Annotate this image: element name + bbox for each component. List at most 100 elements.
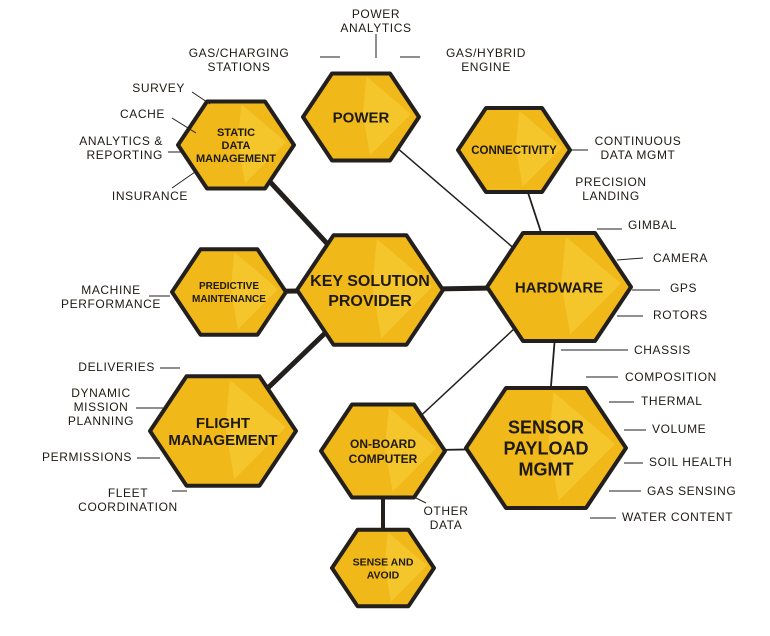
leaf-label-line: CHASSIS	[634, 343, 691, 357]
leaf-label-line: COMPOSITION	[625, 370, 717, 384]
leaf-label-line: GAS/HYBRID	[446, 46, 526, 60]
leaf-label-line: DATA	[430, 518, 463, 532]
leaf-label-line: MACHINE	[81, 283, 141, 297]
hex-facet	[561, 236, 621, 335]
hex-label-line: PAYLOAD	[503, 439, 588, 459]
leaf-label-line: COORDINATION	[78, 500, 178, 514]
leaf-connector	[171, 171, 196, 189]
leaf-label-line: PERMISSIONS	[42, 450, 132, 464]
hex-connectivity: CONNECTIVITY	[456, 106, 572, 194]
hex-shape	[295, 233, 445, 347]
hex-predictive: PREDICTIVE MAINTENANCE	[170, 247, 288, 337]
hex-label-line: COMPUTER	[349, 452, 418, 466]
leaf-label-line: ROTORS	[653, 308, 708, 322]
leaf-connector	[616, 257, 644, 261]
leaf-connector	[191, 91, 211, 105]
leaf-label-line: PRECISION	[575, 175, 646, 189]
leaf-connector	[171, 117, 197, 134]
leaf-label-line: ENGINE	[461, 60, 511, 74]
hex-label-line: DATA	[222, 140, 251, 152]
hex-hardware: HARDWARE	[485, 231, 633, 343]
leaf-label-line: THERMAL	[641, 394, 703, 408]
hex-shape	[456, 106, 572, 194]
hex-shape	[464, 386, 628, 510]
leaf-label-line: REPORTING	[86, 148, 163, 162]
leaf-label-line: SURVEY	[132, 81, 185, 95]
hex-power: POWER	[301, 71, 421, 163]
leaf-label-line: FLEET	[108, 486, 148, 500]
hex-label-line: KEY SOLUTION	[310, 273, 430, 290]
hex-facet	[230, 252, 278, 330]
leaf-water-content: WATER CONTENT	[590, 510, 733, 524]
leaf-gimbal: GIMBAL	[597, 218, 677, 232]
leaf-chassis: CHASSIS	[561, 343, 691, 357]
hex-label-line: SENSOR	[508, 418, 584, 438]
leaf-thermal: THERMAL	[609, 394, 703, 408]
leaf-label-line: ANALYTICS &	[79, 134, 163, 148]
leaf-label-line: VOLUME	[652, 422, 706, 436]
leaf-label-line: SOIL HEALTH	[649, 455, 732, 469]
hex-label-line: PROVIDER	[328, 293, 412, 310]
leaf-permissions: PERMISSIONS	[42, 450, 160, 464]
hex-label-line: FLIGHT	[196, 415, 250, 432]
hex-label-line: MANAGEMENT	[168, 432, 277, 449]
hex-label-line: CONNECTIVITY	[471, 145, 557, 157]
leaf-label-line: GIMBAL	[628, 218, 677, 232]
leaf-label-line: STATIONS	[207, 60, 270, 74]
hex-label-line: MGMT	[519, 460, 574, 480]
leaf-camera: CAMERA	[616, 251, 708, 265]
hex-facet	[515, 110, 563, 187]
leaf-label-line: CACHE	[120, 107, 165, 121]
hex-facet	[384, 532, 427, 602]
leaf-label-line: CAMERA	[653, 251, 708, 265]
leaf-label-line: GAS/CHARGING	[189, 46, 290, 60]
leaf-label-line: GPS	[670, 281, 697, 295]
hex-label-line: PREDICTIVE	[199, 281, 259, 292]
hex-label-line: MAINTENANCE	[192, 294, 266, 305]
hex-shape	[330, 527, 436, 609]
leaf-label-line: MISSION	[74, 400, 129, 414]
leaf-gps: GPS	[632, 281, 697, 295]
hex-key-solution: KEY SOLUTION PROVIDER	[295, 233, 445, 347]
hex-facet	[225, 379, 286, 480]
hex-label-line: HARDWARE	[515, 279, 603, 296]
hex-label-line: AVOID	[367, 569, 400, 581]
leaf-label-line: INSURANCE	[112, 189, 188, 203]
leaf-label-line: OTHER	[424, 504, 469, 518]
leaf-deliveries: DELIVERIES	[78, 360, 180, 374]
leaf-cache: CACHE	[120, 107, 197, 134]
hex-label-line: MANAGEMENT	[196, 153, 276, 165]
leaf-survey: SURVEY	[132, 81, 211, 105]
leaf-label-line: LANDING	[582, 189, 640, 203]
leaf-label-line: WATER CONTENT	[622, 510, 733, 524]
hex-shape	[170, 247, 288, 337]
leaf-label-line: DYNAMIC	[71, 386, 131, 400]
hex-shape	[485, 231, 633, 343]
hex-shape	[301, 71, 421, 163]
hex-label-line: POWER	[333, 109, 390, 126]
leaf-labels: POWERANALYTICSGAS/CHARGINGSTATIONSGAS/HY…	[42, 7, 736, 532]
leaf-label-line: ANALYTICS	[340, 21, 411, 35]
leaf-label-line: GAS SENSING	[647, 484, 736, 498]
leaf-insurance: INSURANCE	[112, 171, 196, 203]
leaf-label-line: POWER	[352, 7, 400, 21]
leaf-rotors: ROTORS	[617, 308, 708, 322]
leaf-label-line: PERFORMANCE	[61, 297, 161, 311]
hex-facet	[372, 238, 433, 339]
hex-facet	[362, 76, 411, 156]
leaf-label-line: CONTINUOUS	[595, 134, 682, 148]
